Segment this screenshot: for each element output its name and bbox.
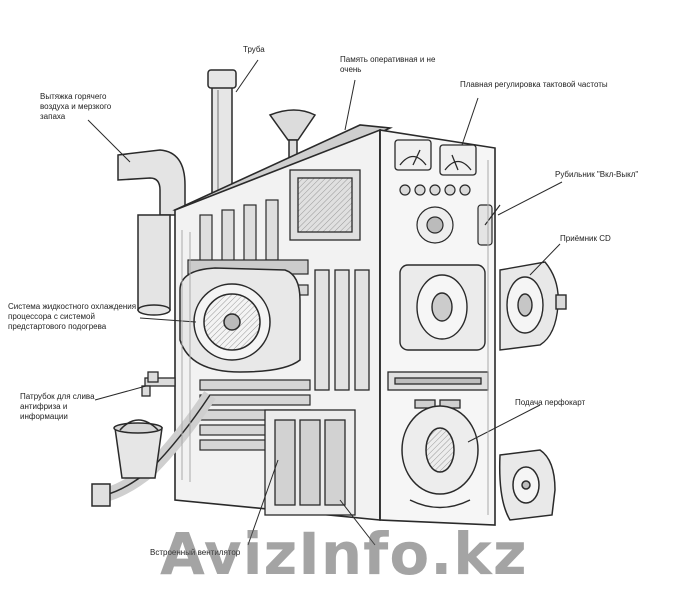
label-switch: Рубильник "Вкл-Выкл": [555, 170, 639, 179]
bucket: [113, 419, 163, 479]
label-exhaust: Вытяжка горячего воздуха и мерзкого запа…: [40, 92, 112, 121]
leader-lines: [87, 59, 563, 546]
label-cd: Приёмник CD: [560, 234, 611, 243]
side-door: [498, 449, 556, 521]
label-fan: Встроенный вентилятор: [150, 548, 241, 557]
bottom-compartment: [264, 409, 356, 516]
chimney-pipe: [207, 69, 237, 196]
label-cooling: Система жидкостного охлаждения процессор…: [8, 302, 137, 331]
memory-module: [289, 169, 361, 241]
label-drain: Патрубок для слива антифриза и информаци…: [20, 392, 95, 421]
cd-cover: [499, 261, 567, 351]
center-pipes: [314, 269, 370, 391]
label-cards: Подача перфокарт: [515, 398, 586, 407]
cooling-fan: [179, 267, 301, 373]
drain-tap: [141, 371, 176, 397]
label-memory: Память оперативная и не очень: [340, 55, 436, 74]
bottom-hatch: [401, 405, 479, 509]
label-frequency: Плавная регулировка тактовой частоты: [460, 80, 608, 89]
radiator-fins: [199, 379, 311, 451]
cd-drive: [399, 264, 486, 351]
watermark: AvizInfo.kz: [160, 520, 528, 588]
front-gauges: [394, 139, 477, 176]
sketch-shading: [181, 160, 489, 515]
exhaust-duct: [117, 149, 186, 316]
label-chimney: Труба: [243, 45, 265, 54]
